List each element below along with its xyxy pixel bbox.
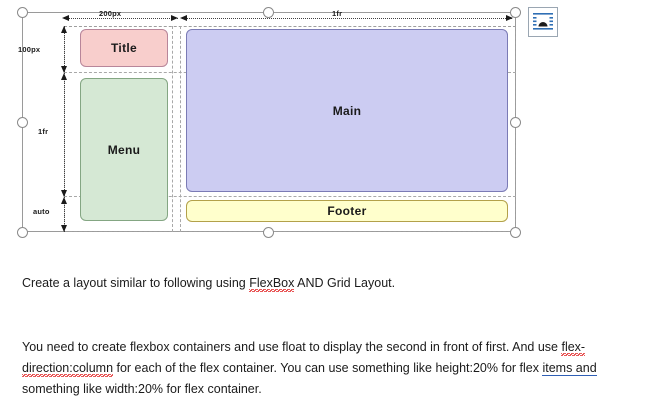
selection-handle-middle-left[interactable] xyxy=(17,117,28,128)
para1-text-b: AND Grid Layout. xyxy=(294,276,396,290)
selection-handle-bottom-right[interactable] xyxy=(510,227,521,238)
selection-handle-bottom-center[interactable] xyxy=(263,227,274,238)
dim-label-col1: 200px xyxy=(99,9,122,18)
selection-handle-top-right[interactable] xyxy=(510,7,521,18)
paragraph-instruction-1: Create a layout similar to following usi… xyxy=(22,273,642,294)
dim-arrow-row1-top xyxy=(60,26,67,33)
dim-arrow-row3-top xyxy=(60,197,67,204)
para2-grammar-items-and: items and xyxy=(542,361,597,376)
grid-cell-main-label: Main xyxy=(332,103,362,118)
selection-handle-middle-right[interactable] xyxy=(510,117,521,128)
dim-line-rows xyxy=(64,26,65,232)
grid-column-gutter-left xyxy=(172,26,173,232)
selection-handle-top-center[interactable] xyxy=(263,7,274,18)
dim-label-row2: 1fr xyxy=(38,127,49,136)
para2-text-c: something like width:20% for flex contai… xyxy=(22,382,262,396)
dim-line-col2 xyxy=(182,18,512,19)
grid-cell-menu-label: Menu xyxy=(107,142,141,157)
para1-text-a: Create a layout similar to following usi… xyxy=(22,276,250,290)
dim-arrow-col2-right xyxy=(506,14,513,21)
dim-arrow-col1-right xyxy=(171,14,178,21)
grid-cell-main[interactable]: Main xyxy=(186,29,508,192)
dim-label-row1: 100px xyxy=(18,45,41,54)
grid-cell-title[interactable]: Title xyxy=(80,29,168,67)
grid-cell-footer[interactable]: Footer xyxy=(186,200,508,222)
grid-cell-footer-label: Footer xyxy=(327,204,367,218)
dim-line-col1 xyxy=(64,18,178,19)
selection-handle-top-left[interactable] xyxy=(17,7,28,18)
selection-handle-bottom-left[interactable] xyxy=(17,227,28,238)
dim-arrow-col2-left xyxy=(180,14,187,21)
grid-column-gutter-right xyxy=(180,26,181,232)
paragraph-instruction-2: You need to create flexbox containers an… xyxy=(22,337,640,400)
image-placeholder-icon-glyph xyxy=(533,13,553,30)
para2-text-a: You need to create flexbox containers an… xyxy=(22,340,562,354)
dim-label-row3: auto xyxy=(33,207,50,216)
para1-misspelled-flexbox: FlexBox xyxy=(249,276,295,294)
image-placeholder-icon[interactable] xyxy=(528,7,558,37)
grid-row-line-2 xyxy=(64,196,516,197)
dim-arrow-row2-top xyxy=(60,73,67,80)
para2-text-b: for each of the flex container. You can … xyxy=(113,361,543,375)
dim-arrow-col1-left xyxy=(62,14,69,21)
dim-arrow-row3-bottom xyxy=(60,225,67,232)
grid-cell-title-label: Title xyxy=(111,41,137,55)
dim-label-col2: 1fr xyxy=(332,9,343,18)
grid-cell-menu[interactable]: Menu xyxy=(80,78,168,221)
dim-arrow-row1-bottom xyxy=(60,66,67,73)
diagram-canvas[interactable]: Title Menu Main Footer 200px 1fr 100px 1… xyxy=(0,0,664,250)
dim-arrow-row2-bottom xyxy=(60,190,67,197)
